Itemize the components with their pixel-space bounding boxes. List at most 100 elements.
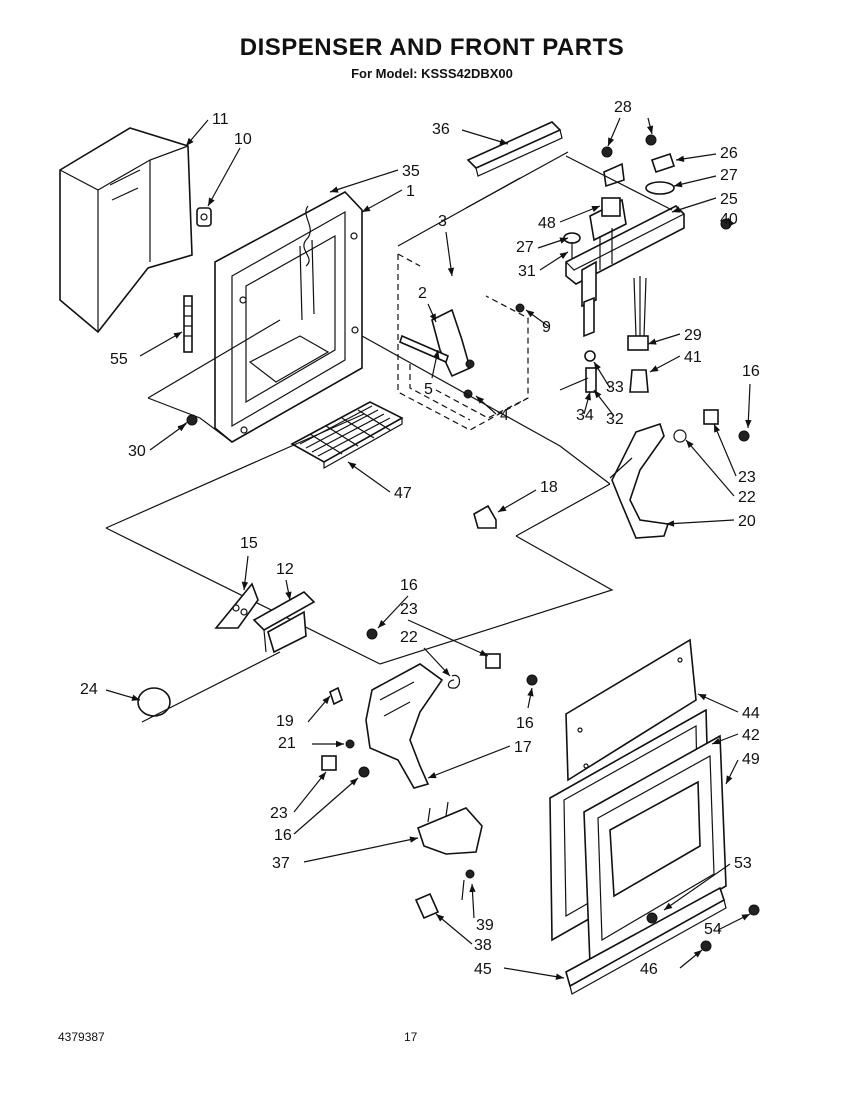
leader-arrowhead [526,310,535,318]
callout-34: 34 [576,407,594,424]
callout-37: 37 [272,855,290,872]
leader-arrowhead [173,332,182,339]
part-16-screw-mid-left [366,628,378,640]
callout-45: 45 [474,961,492,978]
part-39-screw [461,869,475,901]
leader-arrowhead [646,125,654,134]
callout-25: 25 [720,191,738,208]
part-24-lamp [137,651,281,723]
leader-arrowhead [527,688,534,697]
leader-arrowhead [442,667,450,676]
leader-arrowhead [745,419,752,428]
part-1-housing-frame [214,191,363,443]
part-17-paddle-arm [365,663,444,789]
callout-12: 12 [276,561,294,578]
callout-5: 5 [424,381,433,398]
callout-48: 48 [538,215,556,232]
callout-19: 19 [276,713,294,730]
leader-arrowhead [666,520,675,527]
leader-arrowhead [559,252,568,260]
part-26-connector [603,152,676,188]
callout-40: 40 [720,211,738,228]
part-47-drip-grille [290,401,404,470]
leader-arrowhead [241,581,249,590]
part-3-assembly-outline [397,253,529,431]
callout-16b: 16 [400,577,418,594]
part-22-spring-upper [673,429,687,443]
callout-23b: 23 [400,601,418,618]
part-21-washer [345,739,355,749]
leader-arrowhead [674,181,683,188]
leader-arrowhead [676,155,685,162]
leader-arrowhead [555,973,564,980]
leader-arrowhead [131,694,140,701]
callout-10: 10 [234,131,252,148]
leader-line [663,863,731,911]
callout-24: 24 [80,681,98,698]
leader-arrowhead [429,313,436,322]
leader-arrowhead [591,206,600,212]
callout-9: 9 [542,319,551,336]
callout-11: 11 [212,111,229,128]
leader-line [407,619,489,657]
leader-line [713,423,737,477]
leader-arrowhead [712,738,721,745]
callout-41: 41 [684,349,702,366]
part-23-bracket-mid [485,653,501,669]
part-55-rod [183,295,193,353]
part-29-wire-harness [627,276,649,351]
part-16-screw-lower-left [358,766,370,778]
leader-arrowhead [476,396,485,404]
callout-4: 4 [500,407,509,424]
leader-arrowhead [322,696,330,705]
callout-35: 35 [402,163,420,180]
callout-30: 30 [128,443,146,460]
callout-29: 29 [684,327,702,344]
callout-17: 17 [514,739,532,756]
part-41-cap [629,369,649,393]
callout-22a: 22 [738,489,756,506]
part-48-switch [601,197,621,217]
part-10-clip [196,207,212,227]
page-title: DISPENSER AND FRONT PARTS [239,34,625,61]
leader-arrowhead [409,836,418,843]
part-25-switch-bracket [565,198,685,308]
leader-line [347,461,391,493]
leader-line [461,129,509,145]
callout-36: 36 [432,121,450,138]
callout-1: 1 [406,183,415,200]
leader-arrowhead [362,205,371,212]
leader-line [293,777,359,835]
callout-23a: 23 [738,469,756,486]
leader-arrowhead [428,772,437,779]
part-11-enclosure [59,127,193,334]
callout-44: 44 [742,705,760,722]
callout-labels: 11 10 35 1 36 28 26 27 25 40 48 27 31 3 … [80,99,760,978]
callout-16d: 16 [274,827,292,844]
leader-arrowhead [186,137,194,146]
part-15-plate [214,582,259,629]
leader-arrowhead [469,884,476,893]
leader-arrowhead [447,267,455,276]
callout-33: 33 [606,379,624,396]
callout-38: 38 [474,937,492,954]
leader-arrowhead [594,362,601,371]
callout-21: 21 [278,735,296,752]
part-9-screw [515,303,525,313]
part-38-clip [414,892,440,920]
leader-lines [105,117,752,980]
callout-42: 42 [742,727,760,744]
leader-arrowhead [499,138,508,145]
callout-23c: 23 [270,805,288,822]
leader-arrowhead [498,505,507,512]
part-23-bracket-upper [703,409,719,425]
callout-27: 27 [720,167,738,184]
leader-line [293,771,327,813]
leader-arrowhead [479,649,488,656]
leader-arrowhead [741,914,750,921]
page-number: 17 [404,1030,418,1044]
leader-line [503,967,565,979]
leader-line [207,147,241,207]
callout-18: 18 [540,479,558,496]
